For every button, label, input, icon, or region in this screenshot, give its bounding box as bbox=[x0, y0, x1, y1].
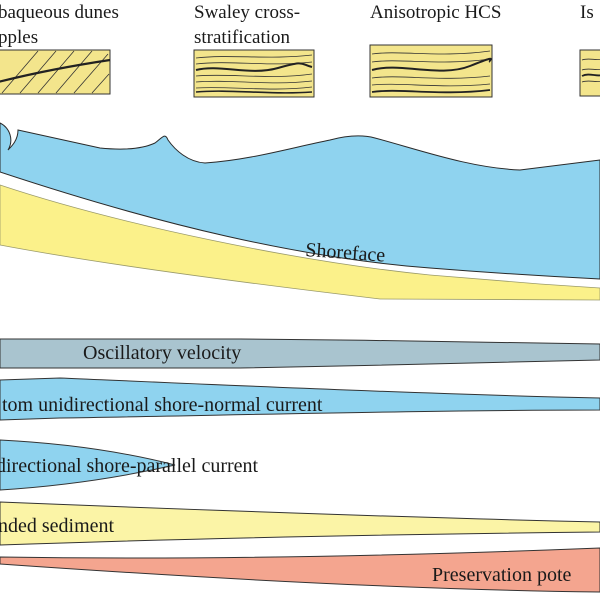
header-label-scs-line1: Swaley cross- bbox=[194, 2, 300, 23]
dunes-stratification-box bbox=[0, 49, 111, 95]
header-label-hcs: Anisotropic HCS bbox=[370, 2, 501, 23]
band-shore-parallel-current: directional shore-parallel current bbox=[0, 439, 259, 491]
header-label-dunes-line1: baqueous dunes bbox=[0, 2, 119, 23]
band-label-preservation: Preservation pote bbox=[432, 564, 572, 586]
iso-hcs-stratification-box bbox=[579, 49, 600, 97]
band-oscillatory-velocity: Oscillatory velocity bbox=[0, 338, 600, 369]
band-suspended-sediment: nded sediment bbox=[0, 501, 600, 546]
band-preservation-potential: Preservation pote bbox=[0, 547, 600, 593]
header-label-scs-line2: stratification bbox=[194, 27, 291, 48]
header-label-dunes-line2: pples bbox=[0, 27, 38, 48]
water-body bbox=[0, 122, 600, 280]
band-label-oscillatory: Oscillatory velocity bbox=[83, 342, 241, 364]
band-label-shore-parallel: directional shore-parallel current bbox=[0, 455, 259, 477]
scs-stratification-box bbox=[193, 49, 315, 98]
band-label-shore-normal: tom unidirectional shore-normal current bbox=[2, 394, 323, 416]
band-shore-normal-current: tom unidirectional shore-normal current bbox=[0, 377, 600, 421]
hcs-stratification-box bbox=[369, 44, 493, 98]
band-label-sediment: nded sediment bbox=[0, 515, 115, 537]
header-label-iso-hcs: Is bbox=[580, 2, 594, 23]
shoreface-profile: Shoreface bbox=[0, 122, 600, 301]
sand-wedge bbox=[0, 184, 600, 301]
